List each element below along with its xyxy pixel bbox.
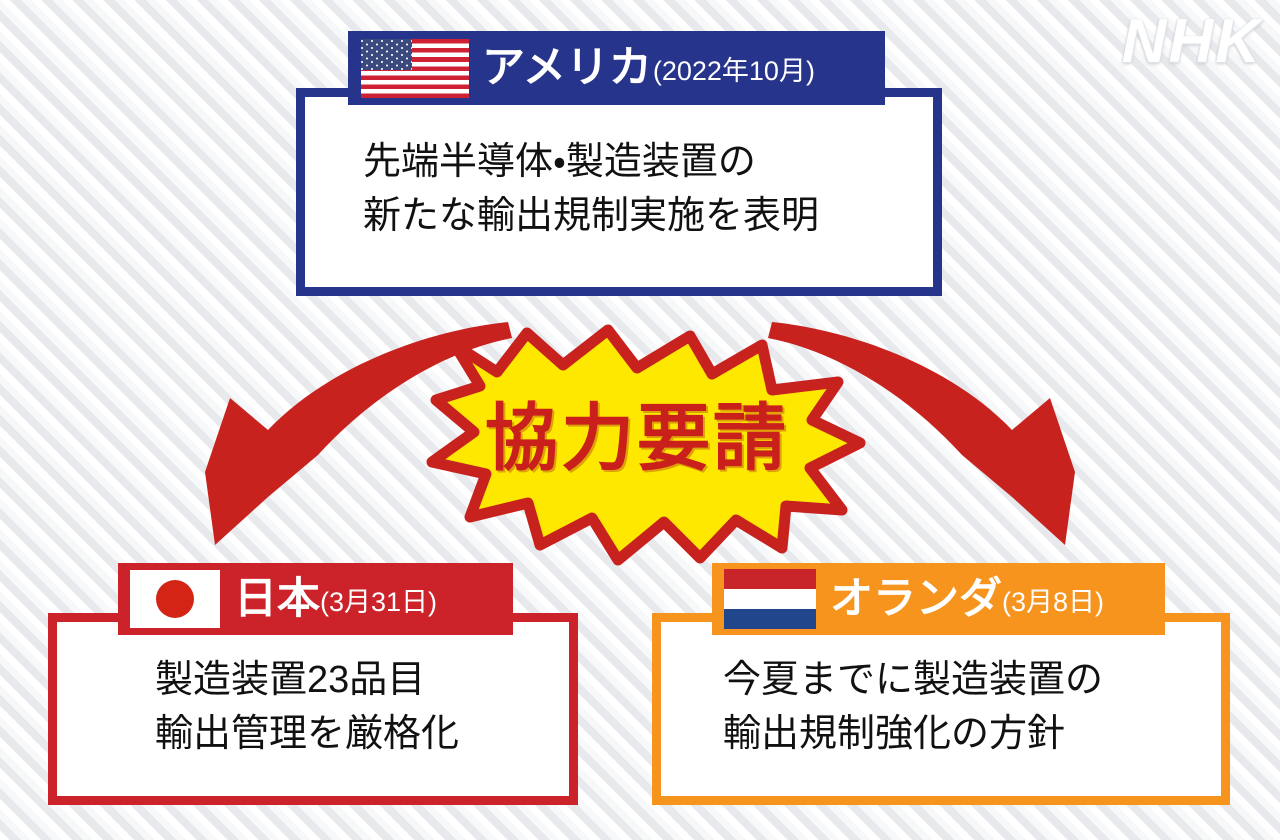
panel-usa: 先端半導体・製造装置の 新たな輸出規制実施を表明 [296, 88, 942, 296]
starburst-shape [426, 324, 866, 566]
panel-japan-line-2: 輸出管理を厳格化 [155, 713, 460, 755]
nl-flag-icon [724, 569, 816, 629]
banner-usa-date: (2022年10月) [652, 56, 815, 86]
banner-netherlands-date: (3月8日) [1002, 587, 1105, 617]
burst-label: 協力要請 [432, 383, 842, 493]
panel-netherlands: 今夏までに製造装置の 輸出規制強化の方針 [652, 613, 1230, 805]
arrow-to-japan-icon [205, 322, 512, 545]
panel-usa-body: 先端半導体・製造装置の 新たな輸出規制実施を表明 [305, 97, 933, 287]
banner-usa-country: アメリカ [482, 43, 652, 92]
nhk-logo-watermark: NHK [1121, 7, 1262, 76]
panel-japan: 製造装置23品目 輸出管理を厳格化 [48, 613, 578, 805]
panel-netherlands-line-1: 今夏までに製造装置の [723, 659, 1104, 702]
burst-label-text: 協力要請 [485, 397, 789, 479]
panel-japan-body: 製造装置23品目 輸出管理を厳格化 [57, 622, 569, 796]
banner-netherlands-country: オランダ [830, 574, 1002, 623]
banner-japan-country: 日本 [234, 574, 320, 623]
nl-flag-band-white [724, 588, 816, 609]
nl-flag-band-red [724, 569, 816, 589]
panel-netherlands-line-2: 輸出規制強化の方針 [723, 713, 1066, 755]
us-flag-icon [361, 38, 469, 98]
panel-usa-line-1: 先端半導体・製造装置の [363, 141, 756, 184]
us-flag-stars [361, 38, 412, 71]
nl-flag-band-blue [724, 608, 816, 629]
jp-flag-disc [156, 580, 194, 618]
panel-japan-line-1: 製造装置23品目 [155, 659, 426, 702]
panel-netherlands-body: 今夏までに製造装置の 輸出規制強化の方針 [661, 622, 1221, 796]
banner-japan: 日本 (3月31日) [118, 563, 513, 635]
banner-japan-date: (3月31日) [320, 587, 438, 617]
banner-netherlands: オランダ (3月8日) [712, 563, 1165, 635]
jp-flag-icon [130, 570, 220, 628]
arrow-to-netherlands-icon [768, 322, 1075, 545]
banner-usa: アメリカ (2022年10月) [348, 31, 885, 105]
panel-usa-line-2: 新たな輸出規制実施を表明 [363, 195, 820, 237]
us-flag-canton [361, 38, 412, 71]
